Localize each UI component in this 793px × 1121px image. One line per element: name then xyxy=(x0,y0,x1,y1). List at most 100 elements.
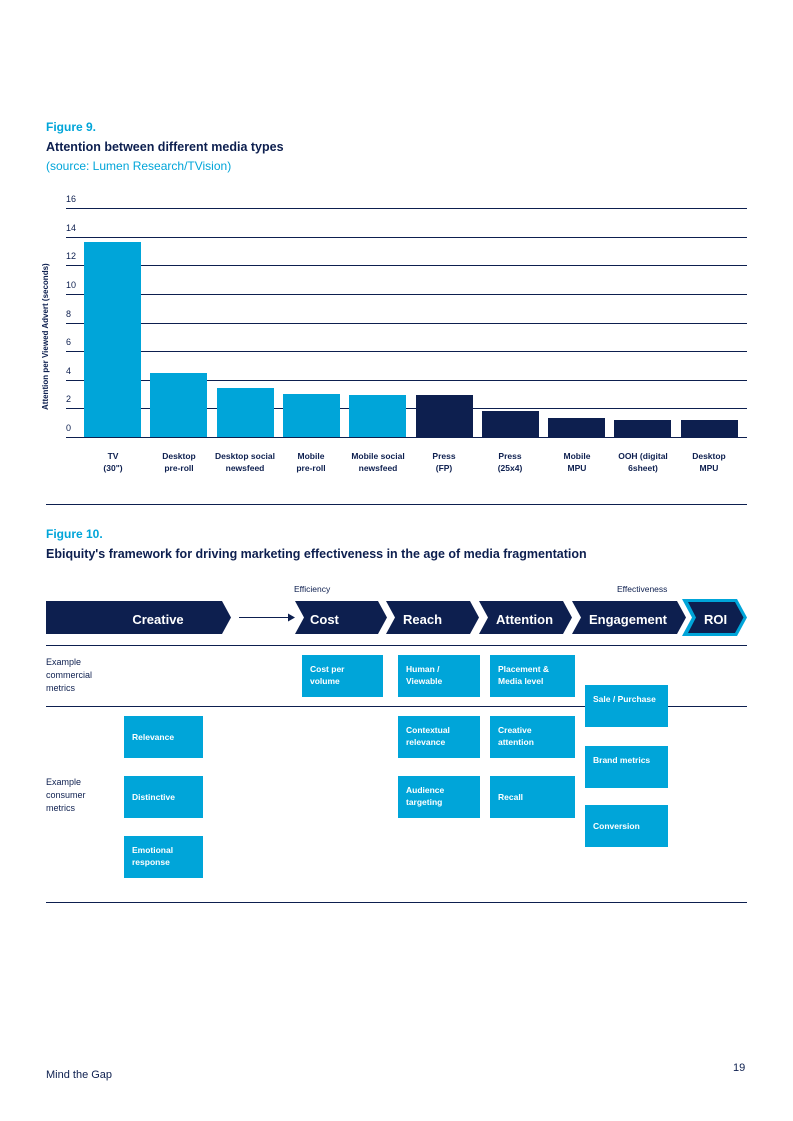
process-flow-arrows xyxy=(46,599,747,636)
x-category-line: OOH (digital xyxy=(618,451,668,461)
x-category-line: newsfeed xyxy=(358,463,398,473)
x-category-label: Press (FP) xyxy=(408,450,480,474)
x-category-line: newsfeed xyxy=(225,463,265,473)
gridline xyxy=(66,351,747,352)
step-cost: Cost xyxy=(310,611,339,627)
bar xyxy=(482,411,539,437)
x-category-label: TV (30") xyxy=(77,450,149,474)
page-number: 19 xyxy=(733,1062,746,1074)
attention-chevron xyxy=(479,601,572,634)
row-divider-bottom xyxy=(46,902,747,903)
bar xyxy=(283,394,340,437)
y-tick-label: 0 xyxy=(66,423,72,433)
x-category-line: pre-roll xyxy=(164,463,194,473)
bar xyxy=(150,373,207,437)
bar xyxy=(217,388,274,437)
creative-chevron xyxy=(46,601,231,634)
metric-emotional-response: Emotional response xyxy=(124,836,203,878)
x-category-line: Mobile xyxy=(297,451,325,461)
gridline xyxy=(66,237,747,238)
y-tick-label: 10 xyxy=(66,280,77,290)
x-category-line: pre-roll xyxy=(296,463,326,473)
bar xyxy=(416,395,473,437)
footer-doc-title: Mind the Gap xyxy=(46,1069,113,1081)
gridline xyxy=(66,380,747,381)
effectiveness-label: Effectiveness xyxy=(617,584,668,594)
figure-10-title: Ebiquity's framework for driving marketi… xyxy=(46,547,587,561)
gridline xyxy=(66,437,747,438)
x-category-line: (25x4) xyxy=(497,463,523,473)
y-tick-label: 12 xyxy=(66,251,77,261)
metric-human-viewable: Human / Viewable xyxy=(398,655,480,697)
metric-relevance: Relevance xyxy=(124,716,203,758)
figure-9-source: (source: Lumen Research/TVision) xyxy=(46,159,232,173)
step-engagement: Engagement xyxy=(589,611,668,627)
commercial-metrics-label: Example commercial metrics xyxy=(46,657,93,693)
step-roi: ROI xyxy=(704,611,728,627)
y-tick-label: 6 xyxy=(66,337,72,347)
y-tick-label: 2 xyxy=(66,394,72,404)
metric-contextual-relevance: Contextual relevance xyxy=(398,716,480,758)
x-category-line: TV xyxy=(107,451,119,461)
x-category-line: MPU xyxy=(567,463,587,473)
x-category-line: (FP) xyxy=(435,463,453,473)
y-tick-label: 8 xyxy=(66,309,72,319)
x-category-line: Mobile xyxy=(563,451,591,461)
x-category-label: Desktop pre-roll xyxy=(143,450,215,474)
x-category-label: Mobile social newsfeed xyxy=(342,450,414,474)
x-category-line: MPU xyxy=(699,463,719,473)
step-creative: Creative xyxy=(132,611,184,627)
gridline xyxy=(66,408,747,409)
metric-sale-purchase: Sale / Purchase xyxy=(585,685,668,727)
y-tick-label: 16 xyxy=(66,194,77,204)
x-category-line: Press xyxy=(432,451,456,461)
connector-arrowhead xyxy=(288,613,295,622)
consumer-metrics-label: Example consumer metrics xyxy=(46,777,86,813)
metric-distinctive: Distinctive xyxy=(124,776,203,818)
efficiency-label: Efficiency xyxy=(294,584,331,594)
y-tick-label: 14 xyxy=(66,223,77,233)
x-category-line: Mobile social xyxy=(351,451,405,461)
gridline xyxy=(66,294,747,295)
metric-audience-targeting: Audience targeting xyxy=(398,776,480,818)
figure-10-label: Figure 10. xyxy=(46,527,103,541)
row-divider-top xyxy=(46,645,747,646)
row-divider-middle xyxy=(46,706,747,707)
x-category-line: Desktop xyxy=(692,451,726,461)
metric-cost-per-volume: Cost per volume xyxy=(302,655,383,697)
gridline xyxy=(66,265,747,266)
metric-recall: Recall xyxy=(490,776,575,818)
x-category-line: (30") xyxy=(103,463,123,473)
y-tick-label: 4 xyxy=(66,366,72,376)
bar xyxy=(681,420,738,437)
metric-creative-attention: Creative attention xyxy=(490,716,575,758)
bar xyxy=(548,418,605,437)
section-divider xyxy=(46,504,747,505)
x-category-label: OOH (digital 6sheet) xyxy=(607,450,679,474)
metric-brand-metrics: Brand metrics xyxy=(585,746,668,788)
engagement-chevron xyxy=(572,601,686,634)
gridline xyxy=(66,323,747,324)
bar xyxy=(349,395,406,437)
step-attention: Attention xyxy=(496,611,554,627)
x-category-line: 6sheet) xyxy=(628,463,658,473)
x-category-line: Desktop xyxy=(162,451,196,461)
bar xyxy=(614,420,671,437)
reach-chevron xyxy=(386,601,479,634)
x-category-line: Press xyxy=(498,451,522,461)
bar xyxy=(84,242,141,437)
x-category-label: Mobile pre-roll xyxy=(275,450,347,474)
metric-conversion: Conversion xyxy=(585,805,668,847)
gridline xyxy=(66,208,747,209)
figure-9-title: Attention between different media types xyxy=(46,140,284,154)
step-reach: Reach xyxy=(403,611,443,627)
x-category-label: Press (25x4) xyxy=(474,450,546,474)
cost-chevron xyxy=(295,601,387,634)
metric-placement-media-level: Placement & Media level xyxy=(490,655,575,697)
roi-chevron-inner xyxy=(688,602,744,633)
figure-9-label: Figure 9. xyxy=(46,120,97,134)
